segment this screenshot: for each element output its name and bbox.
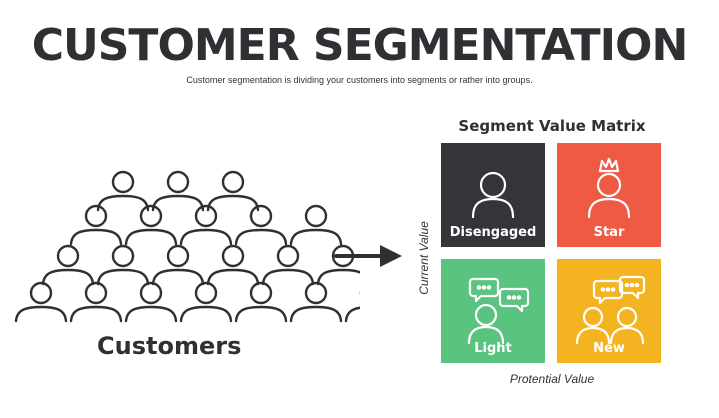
person-icon bbox=[124, 281, 178, 323]
quadrant-new: New bbox=[557, 259, 661, 363]
person-icon bbox=[151, 244, 205, 286]
person-icon bbox=[69, 281, 123, 323]
person-icon bbox=[151, 170, 205, 212]
quadrant-star: Star bbox=[557, 143, 661, 247]
y-axis-label: Current Value bbox=[417, 221, 431, 295]
person-icon bbox=[206, 244, 260, 286]
page-subtitle: Customer segmentation is dividing your c… bbox=[186, 75, 533, 85]
two-people-chat-icon bbox=[575, 275, 646, 345]
quadrant-disengaged: Disengaged bbox=[441, 143, 545, 247]
person-icon bbox=[289, 204, 343, 246]
people-crowd-icon bbox=[14, 170, 360, 323]
quadrant-light: Light bbox=[441, 259, 545, 363]
quadrant-light-label: Light bbox=[474, 341, 512, 356]
crowned-person-icon bbox=[587, 157, 631, 219]
person-icon bbox=[261, 244, 315, 286]
person-icon bbox=[179, 204, 233, 246]
person-icon bbox=[179, 281, 233, 323]
person-icon bbox=[344, 290, 360, 323]
person-chat-icon bbox=[467, 277, 530, 345]
x-axis-label: Protential Value bbox=[509, 372, 595, 386]
person-icon bbox=[69, 204, 123, 246]
arrow-right-icon bbox=[334, 245, 402, 267]
person-icon bbox=[234, 204, 288, 246]
person-icon bbox=[471, 171, 515, 219]
person-icon bbox=[96, 244, 150, 286]
person-icon bbox=[14, 281, 68, 323]
matrix-title: Segment Value Matrix bbox=[458, 117, 646, 135]
quadrant-disengaged-label: Disengaged bbox=[449, 225, 537, 240]
person-icon bbox=[41, 244, 95, 286]
person-icon bbox=[124, 204, 178, 246]
quadrant-new-label: New bbox=[593, 341, 625, 356]
person-icon bbox=[96, 170, 150, 212]
person-icon bbox=[234, 281, 288, 323]
person-icon bbox=[206, 170, 260, 212]
quadrant-star-label: Star bbox=[593, 225, 625, 240]
customers-label: Customers bbox=[97, 332, 242, 360]
person-icon bbox=[289, 281, 343, 323]
page-title: CUSTOMER SEGMENTATION bbox=[31, 20, 689, 71]
